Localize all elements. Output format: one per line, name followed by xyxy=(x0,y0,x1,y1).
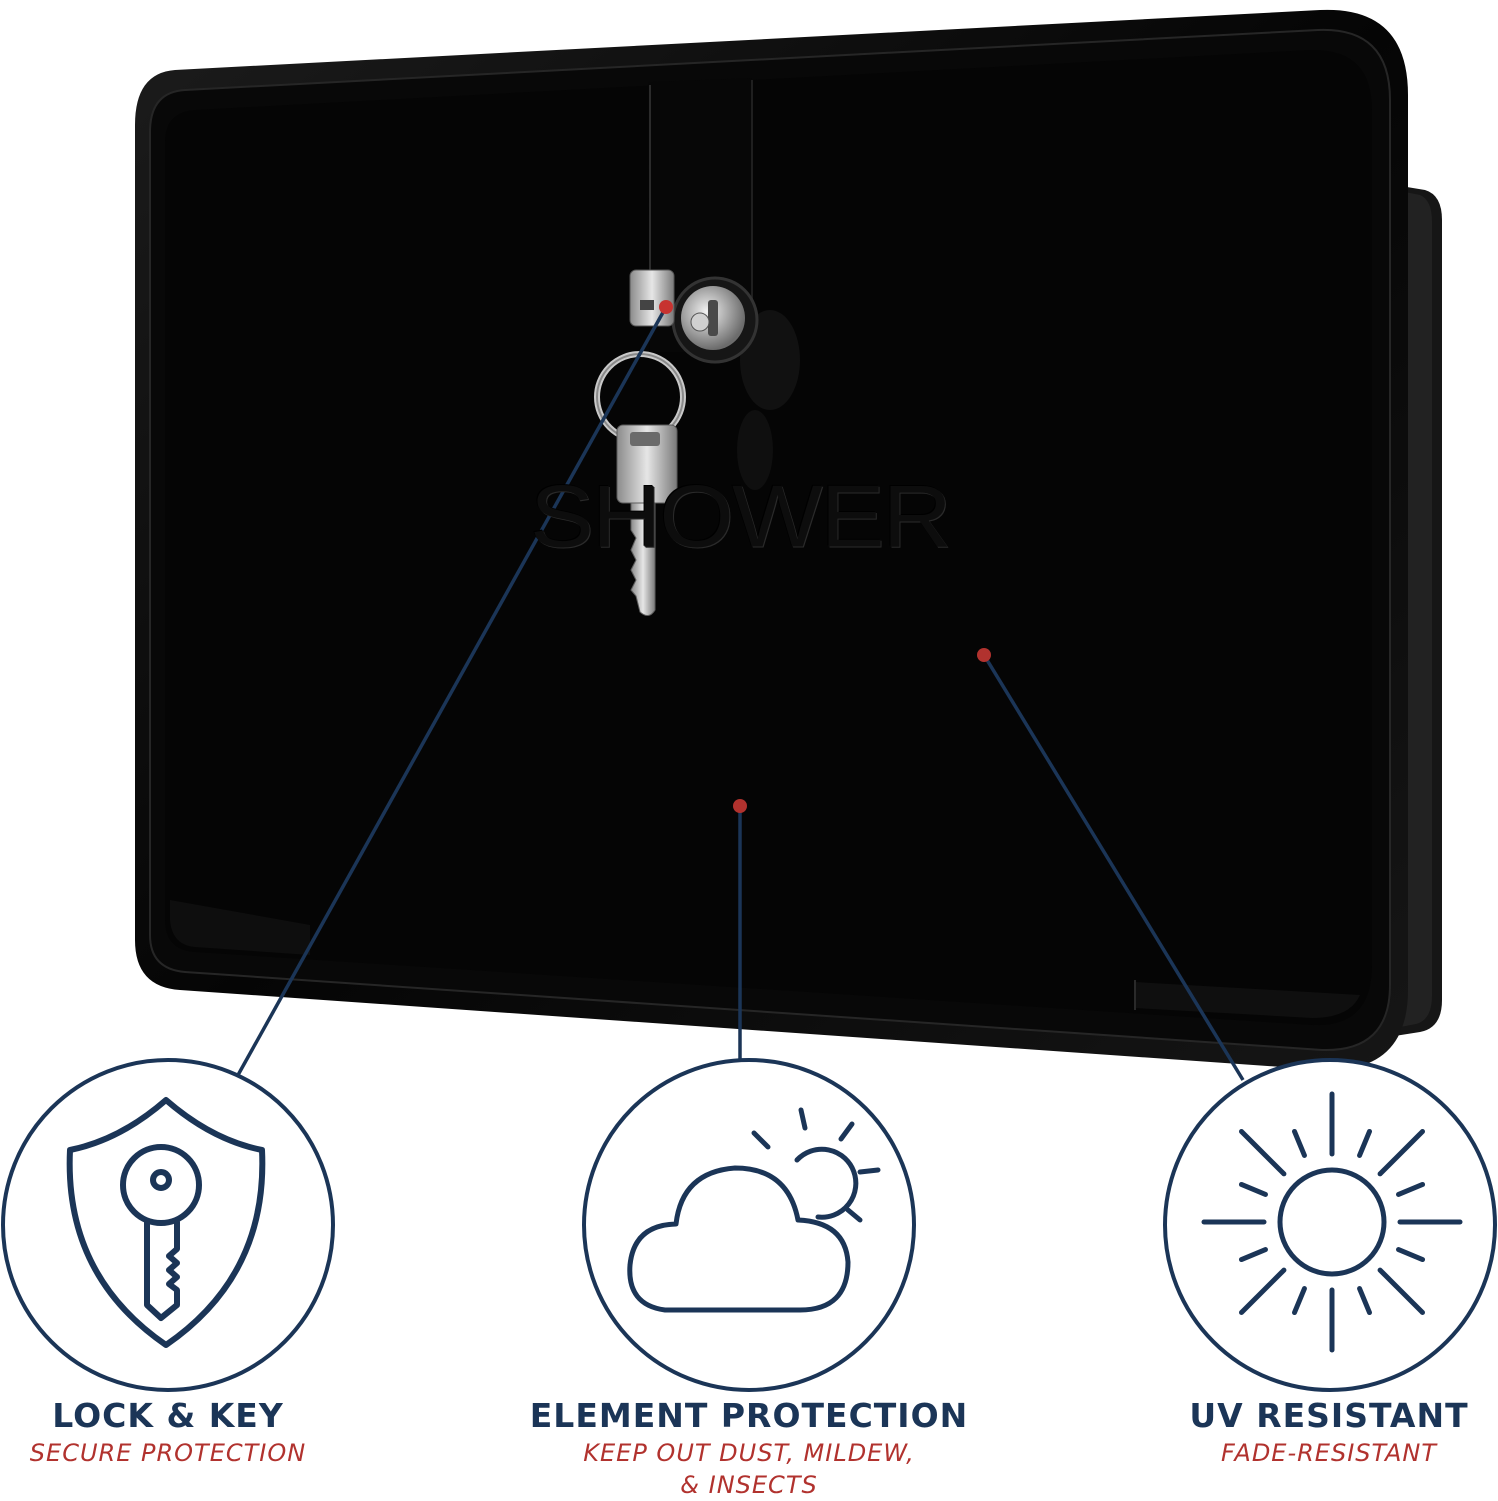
feature-subtitle-uv-resistant: FADE-RESISTANT xyxy=(1221,1439,1437,1467)
sun-ray xyxy=(1357,1128,1373,1158)
shower-emboss-label: SHOWER xyxy=(530,467,952,566)
lock-cylinder xyxy=(671,276,759,364)
feature-title-element-protection: ELEMENT PROTECTION xyxy=(529,1396,969,1435)
sun-ray xyxy=(1377,1128,1426,1177)
callout-dot-lock xyxy=(659,300,673,314)
shield-key-icon xyxy=(66,1097,266,1348)
sun-cloud-icon xyxy=(627,1107,881,1313)
door-panel xyxy=(165,49,1372,1026)
sun-ray xyxy=(1291,1128,1307,1158)
sun-ray xyxy=(1238,1267,1287,1316)
feature-subtitle-element-protection-line1: KEEP OUT DUST, MILDEW, xyxy=(583,1439,915,1467)
sun-rays xyxy=(1201,1091,1463,1353)
callout-lines xyxy=(236,306,1245,1081)
feature-subtitle-lock-key: SECURE PROTECTION xyxy=(29,1439,307,1467)
callout-dots xyxy=(659,300,991,813)
sun-ray xyxy=(1238,1128,1287,1177)
sun-ray xyxy=(1357,1286,1373,1316)
feature-subtitle-element-protection-line2: & INSECTS xyxy=(680,1471,818,1499)
callout-dot-uv xyxy=(977,648,991,662)
sun-ray xyxy=(1377,1267,1426,1316)
sun-ray xyxy=(1291,1286,1307,1316)
callout-dot-element xyxy=(733,799,747,813)
sun-icon xyxy=(1277,1167,1387,1277)
feature-title-uv-resistant: UV RESISTANT xyxy=(1189,1396,1469,1435)
sun-ray xyxy=(1238,1181,1268,1197)
sun-ray xyxy=(1396,1181,1426,1197)
sun-ray xyxy=(1396,1247,1426,1263)
feature-title-lock-key: LOCK & KEY xyxy=(52,1396,284,1435)
sun-ray xyxy=(1238,1247,1268,1263)
feature-circle-element xyxy=(582,1058,916,1392)
